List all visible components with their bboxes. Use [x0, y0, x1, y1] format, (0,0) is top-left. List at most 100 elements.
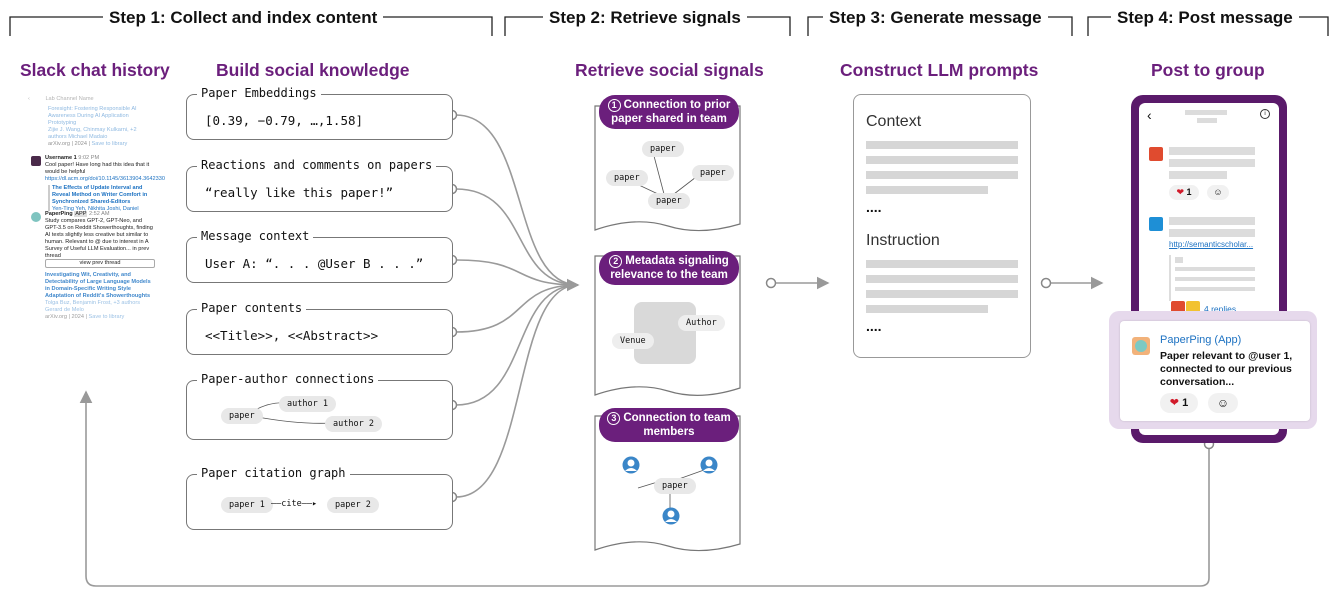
step-4-label: Step 4: Post message	[1111, 8, 1299, 28]
post-to-group-title: Post to group	[1151, 60, 1265, 80]
box-title: Reactions and comments on papers	[197, 158, 437, 172]
paper2-meta: arXiv.org | 2024 | Save to library	[45, 314, 125, 320]
box-title: Paper contents	[197, 301, 307, 315]
paper1-meta: arXiv.org | 2024 | Save to library	[48, 141, 128, 147]
person-icon	[622, 456, 640, 474]
quote-title[interactable]: The Effects of Update Interval and Revea…	[52, 185, 148, 212]
quote-bar	[1169, 255, 1171, 301]
app-name: PaperPing (App)	[1160, 334, 1242, 346]
post-card: PaperPing (App) Paper relevant to @user …	[1120, 321, 1310, 421]
reaction-example: “really like this paper!”	[205, 185, 394, 200]
add-reaction-icon[interactable]: ☺	[1208, 393, 1238, 413]
paper2-authors: Tolga Buz, Benjamin Frost, +3 authors Ge…	[45, 300, 140, 313]
avatar	[1149, 147, 1163, 161]
info-icon[interactable]: i	[1260, 109, 1270, 119]
box-title: Paper Embeddings	[197, 86, 321, 100]
avatar	[31, 156, 41, 166]
add-reaction-icon[interactable]: ☺	[1207, 185, 1229, 200]
message-context-box: Message context User A: “. . . @User B .…	[186, 229, 453, 283]
venue-node: Venue	[612, 333, 654, 349]
quote-bar	[48, 185, 50, 211]
paper1-title[interactable]: Foresight: Fostering Responsible AI Awar…	[48, 106, 137, 126]
semantic-scholar-link[interactable]: http://semanticscholar...	[1169, 240, 1254, 249]
heart-reaction[interactable]: ❤ 1	[1160, 393, 1198, 413]
ellipsis: ....	[866, 318, 882, 334]
slack-chat-history: ‹ Lab Channel Name Foresight: Fostering …	[28, 92, 165, 332]
text-line	[866, 275, 1018, 283]
text-line	[866, 290, 1018, 298]
paper-node: paper	[654, 478, 696, 494]
msg1-text: Cool paper! Have long had this idea that…	[45, 162, 165, 182]
paper-node: paper	[648, 193, 690, 209]
box-title: Message context	[197, 229, 314, 243]
replies-link[interactable]: 4 replies	[1204, 304, 1237, 314]
avatar	[1149, 217, 1163, 231]
text-line	[866, 260, 1018, 268]
header-bar	[1185, 110, 1227, 115]
preview-line	[1175, 277, 1255, 281]
message-line	[1169, 171, 1227, 179]
paper-node: paper 2	[327, 497, 379, 513]
paper1-authors: Zijie J. Wang, Chinmay Kulkarni, +2 auth…	[48, 127, 137, 140]
preview-line	[1175, 267, 1255, 271]
message-example: User A: “. . . @User B . . .”	[205, 256, 424, 271]
step-3-label: Step 3: Generate message	[823, 8, 1048, 28]
preview-line	[1175, 287, 1255, 291]
view-prev-thread-button[interactable]: view prev thread	[45, 259, 155, 268]
back-icon: ‹	[28, 96, 30, 102]
author-node: author 1	[279, 396, 336, 412]
message-line	[1169, 229, 1255, 237]
bot-avatar	[31, 212, 41, 222]
retrieve-signals-title: Retrieve social signals	[575, 60, 764, 80]
embedding-vector: [0.39, −0.79, …,1.58]	[205, 113, 364, 128]
author-node: Author	[678, 315, 725, 331]
person-icon	[700, 456, 718, 474]
box-title: Paper-author connections	[197, 372, 379, 386]
paper-embeddings-box: Paper Embeddings [0.39, −0.79, …,1.58]	[186, 86, 453, 140]
paper-author-box: Paper-author connections paper author 1 …	[186, 372, 453, 440]
channel-name: Lab Channel Name	[45, 96, 94, 102]
cite-edge: ——cite——▸	[271, 499, 318, 509]
step-2-label: Step 2: Retrieve signals	[543, 8, 747, 28]
box-title: Paper citation graph	[197, 466, 350, 480]
heart-reaction[interactable]: ❤ 1	[1169, 185, 1199, 200]
bot-text: Study compares GPT-2, GPT-Neo, and GPT-3…	[45, 218, 153, 259]
paper-node: paper	[606, 170, 648, 186]
construct-prompts-title: Construct LLM prompts	[840, 60, 1039, 80]
paper-node: paper 1	[221, 497, 273, 513]
message-line	[1169, 147, 1255, 155]
context-label: Context	[866, 113, 922, 130]
contents-example: <<Title>>, <<Abstract>>	[205, 328, 379, 343]
person-icon	[662, 507, 680, 525]
paper-node: paper	[642, 141, 684, 157]
author-node: author 2	[325, 416, 382, 432]
text-line	[866, 141, 1018, 149]
message-line	[1169, 217, 1255, 225]
preview-line	[1175, 257, 1183, 263]
paper-contents-box: Paper contents <<Title>>, <<Abstract>>	[186, 301, 453, 355]
post-message: Paper relevant to @user 1, connected to …	[1160, 350, 1293, 388]
text-line	[866, 305, 988, 313]
text-line	[866, 156, 1018, 164]
reactions-box: Reactions and comments on papers “really…	[186, 158, 453, 212]
slack-history-title: Slack chat history	[20, 60, 170, 80]
paper2-title[interactable]: Investigating Wit, Creativity, and Detec…	[45, 272, 151, 299]
text-line	[866, 171, 1018, 179]
instruction-label: Instruction	[866, 232, 940, 249]
build-knowledge-title: Build social knowledge	[216, 60, 410, 80]
paper-node: paper	[221, 408, 263, 424]
citation-graph-box: Paper citation graph paper 1 ——cite——▸ p…	[186, 466, 453, 530]
chevron-left-icon[interactable]: ‹	[1147, 107, 1152, 123]
msg1-header: Username 1 9:02 PM	[45, 155, 100, 161]
header-bar	[1197, 118, 1217, 123]
slack-header: ‹ Lab Channel Name	[28, 96, 158, 103]
prompt-document: Context .... Instruction ....	[853, 94, 1031, 358]
bot-header: PaperPing APP 2:52 AM	[45, 211, 110, 217]
step-1-label: Step 1: Collect and index content	[103, 8, 384, 28]
text-line	[866, 186, 988, 194]
ellipsis: ....	[866, 199, 882, 215]
message-line	[1169, 159, 1255, 167]
